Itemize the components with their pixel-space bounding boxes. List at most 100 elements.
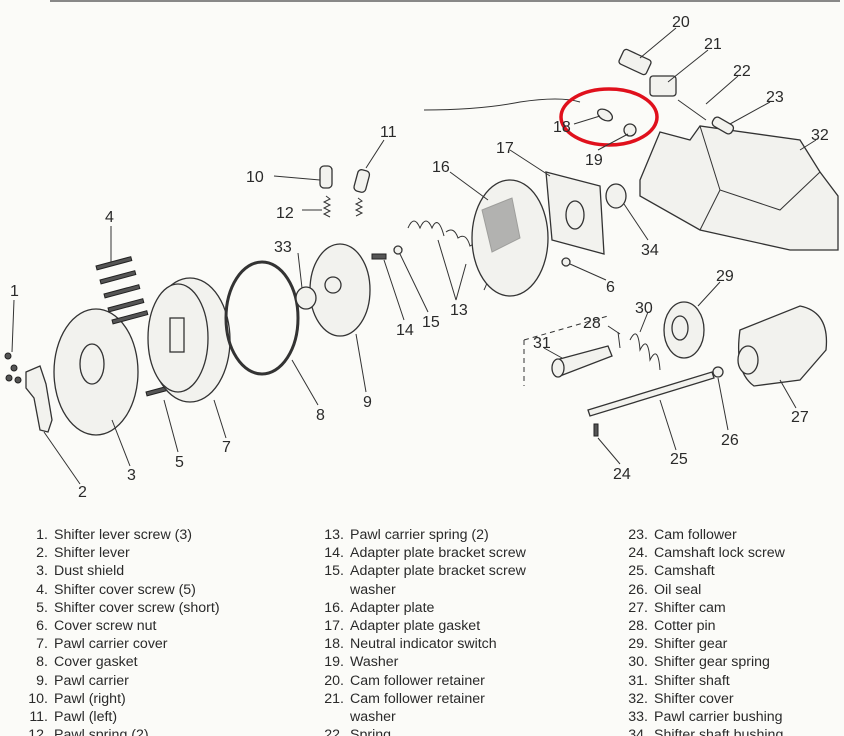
callout-13: 13 bbox=[450, 302, 468, 319]
legend-item: 13.Pawl carrier spring (2) bbox=[324, 527, 489, 543]
legend-item: 15.Adapter plate bracket screw bbox=[324, 563, 526, 580]
part-cam-follower bbox=[711, 116, 735, 135]
legend-item: 32.Shifter cover bbox=[628, 690, 734, 707]
callout-19: 19 bbox=[585, 152, 603, 169]
part-cover-gasket bbox=[224, 260, 300, 376]
callout-12: 12 bbox=[276, 205, 294, 222]
callout-34: 34 bbox=[641, 242, 659, 259]
legend-column-1: 1.Shifter lever screw (3) 2.Shifter leve… bbox=[22, 526, 220, 736]
callout-31: 31 bbox=[533, 335, 551, 352]
legend-item: 6.Cover screw nut bbox=[36, 618, 157, 635]
legend-item: 2.Shifter lever bbox=[36, 545, 130, 562]
part-cotter-pin bbox=[617, 331, 621, 349]
part-neutral-indicator-switch bbox=[596, 108, 614, 122]
legend-item: 16.Adapter plate bbox=[324, 599, 435, 616]
callout-4: 4 bbox=[105, 209, 114, 226]
callout-2: 2 bbox=[78, 484, 87, 501]
callout-17: 17 bbox=[496, 140, 514, 157]
part-adapter-plate-bracket-screw bbox=[371, 253, 387, 260]
legend-item: 18.Neutral indicator switch bbox=[324, 636, 497, 653]
callout-22: 22 bbox=[733, 63, 751, 80]
part-shifter-lever-screws bbox=[4, 352, 22, 384]
legend-item: 20.Cam follower retainer bbox=[324, 672, 485, 689]
callout-16: 16 bbox=[432, 159, 450, 176]
legend-item: 10.Pawl (right) bbox=[28, 690, 126, 707]
callout-14: 14 bbox=[396, 322, 414, 339]
part-shifter-shaft-bushing bbox=[605, 183, 627, 209]
part-cam-follower-retainer bbox=[618, 48, 652, 76]
part-pawl-left bbox=[353, 169, 371, 193]
part-oil-seal bbox=[712, 366, 724, 378]
legend-item: 33.Pawl carrier bushing bbox=[628, 709, 783, 726]
callout-30: 30 bbox=[635, 300, 653, 317]
legend-item: 8.Cover gasket bbox=[36, 654, 138, 671]
part-pawl-carrier-bushing bbox=[295, 286, 317, 310]
callout-7: 7 bbox=[222, 439, 231, 456]
part-switch-wire bbox=[423, 98, 581, 111]
legend-item: 5.Shifter cover screw (short) bbox=[36, 599, 220, 616]
part-adapter-plate bbox=[471, 179, 549, 297]
legend-item: 31.Shifter shaft bbox=[628, 672, 730, 689]
callout-15: 15 bbox=[422, 314, 440, 331]
page-border bbox=[50, 0, 840, 2]
leader-lines bbox=[11, 27, 817, 485]
part-shifter-gear-spring bbox=[629, 333, 661, 371]
part-shifter-lever bbox=[25, 365, 53, 433]
callout-24: 24 bbox=[613, 466, 631, 483]
part-shifter-cam bbox=[737, 305, 828, 387]
part-bracket-screw-washer bbox=[393, 245, 403, 255]
callout-27: 27 bbox=[791, 409, 809, 426]
legend-item: 9.Pawl carrier bbox=[36, 672, 129, 689]
callout-18: 18 bbox=[553, 119, 571, 136]
legend-item: 14.Adapter plate bracket screw bbox=[324, 545, 526, 562]
callout-9: 9 bbox=[363, 394, 372, 411]
callout-29: 29 bbox=[716, 268, 734, 285]
legend-column-2: 13.Pawl carrier spring (2) 14.Adapter pl… bbox=[316, 526, 526, 736]
exploded-parts-diagram: 1 2 3 4 5 6 7 8 9 10 11 12 13 14 15 16 1… bbox=[4, 14, 839, 501]
legend-item: 34.Shifter shaft bushing bbox=[628, 727, 784, 736]
part-camshaft-lock-screw bbox=[593, 423, 599, 437]
callout-25: 25 bbox=[670, 451, 688, 468]
legend-item: 25.Camshaft bbox=[628, 563, 715, 580]
part-pawl-right bbox=[319, 165, 333, 189]
legend-item: 12.Pawl spring (2) bbox=[28, 727, 149, 736]
callout-23: 23 bbox=[766, 89, 784, 106]
legend-item: 19.Washer bbox=[324, 654, 399, 671]
callout-10: 10 bbox=[246, 169, 264, 186]
legend-item: 4.Shifter cover screw (5) bbox=[36, 581, 196, 598]
part-shifter-cover-screws bbox=[95, 256, 149, 325]
part-cover-screw-nut bbox=[561, 257, 571, 267]
highlight-circle bbox=[559, 87, 659, 147]
legend-item: 30.Shifter gear spring bbox=[628, 654, 770, 671]
callout-1: 1 bbox=[10, 283, 19, 300]
legend-column-3: 23.Cam follower 24.Camshaft lock screw 2… bbox=[620, 526, 785, 736]
part-shifter-cover bbox=[639, 125, 839, 251]
legend-item: 1.Shifter lever screw (3) bbox=[36, 527, 192, 543]
callout-6: 6 bbox=[606, 279, 615, 296]
part-washer bbox=[623, 123, 637, 137]
legend-item: 29.Shifter gear bbox=[628, 636, 728, 653]
dashed-guide bbox=[523, 315, 609, 386]
legend-item: 17.Adapter plate gasket bbox=[324, 618, 481, 635]
legend-item: 3.Dust shield bbox=[36, 563, 125, 580]
legend-item: 26.Oil seal bbox=[628, 581, 702, 598]
part-camshaft bbox=[587, 371, 715, 417]
legend-item: 24.Camshaft lock screw bbox=[628, 545, 785, 562]
callout-3: 3 bbox=[127, 467, 136, 484]
callout-33: 33 bbox=[274, 239, 292, 256]
callout-11: 11 bbox=[380, 124, 397, 141]
legend-item: 28.Cotter pin bbox=[628, 618, 716, 635]
legend-item: 27.Shifter cam bbox=[628, 599, 726, 616]
callout-28: 28 bbox=[583, 315, 601, 332]
callout-8: 8 bbox=[316, 407, 325, 424]
part-shifter-shaft bbox=[555, 345, 613, 377]
legend-item-continuation: washer bbox=[350, 709, 396, 726]
callout-21: 21 bbox=[704, 36, 722, 53]
callout-5: 5 bbox=[175, 454, 184, 471]
part-spring bbox=[677, 99, 707, 121]
part-pawl-spring bbox=[322, 195, 364, 218]
legend-item: 7.Pawl carrier cover bbox=[36, 636, 168, 653]
legend-item: 21.Cam follower retainer bbox=[324, 690, 485, 707]
callout-32: 32 bbox=[811, 127, 829, 144]
